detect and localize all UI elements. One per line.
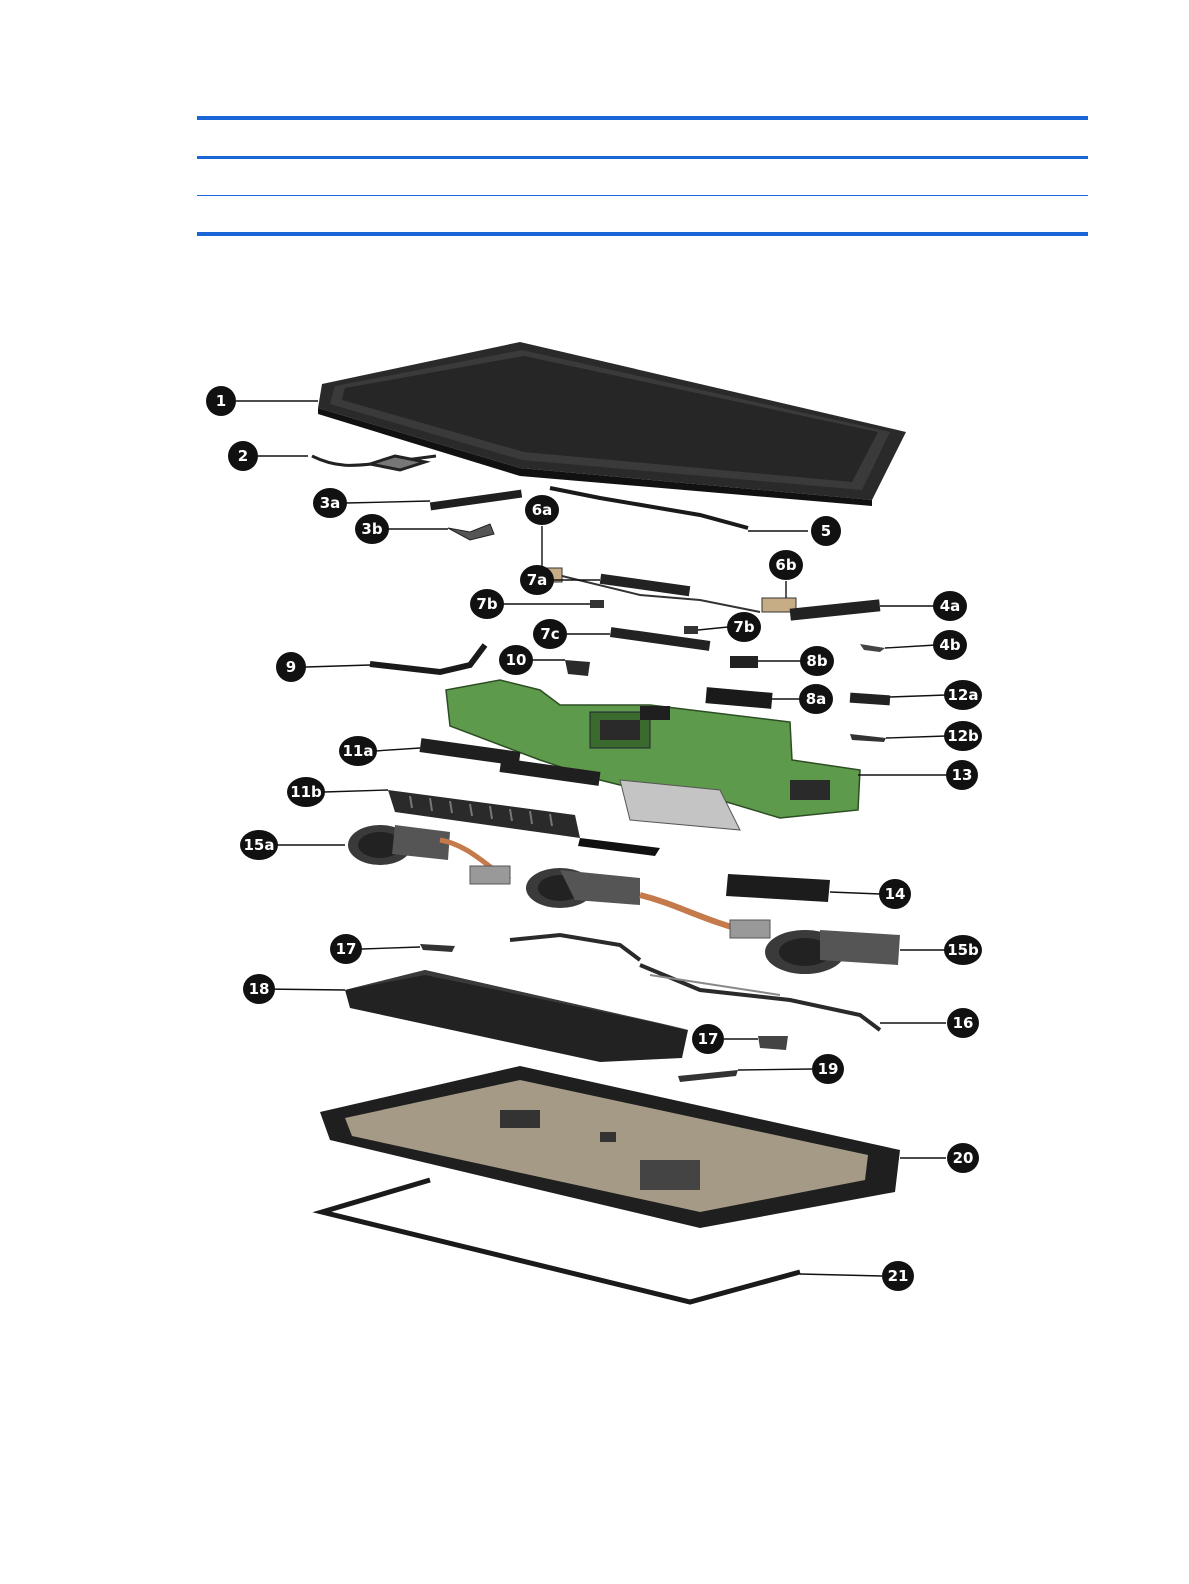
connector-part-7b-right [684, 626, 698, 634]
svg-text:21: 21 [888, 1267, 909, 1285]
svg-text:11a: 11a [343, 742, 374, 760]
callout-c8b: 8b [800, 646, 834, 676]
callout-c18: 18 [243, 974, 275, 1004]
svg-text:13: 13 [952, 766, 973, 784]
cable-part-2 [312, 456, 436, 470]
callout-c10: 10 [499, 645, 533, 675]
svg-text:1: 1 [216, 392, 226, 410]
callout-c20: 20 [947, 1143, 979, 1173]
callout-c13: 13 [946, 760, 978, 790]
board-part-8a [705, 687, 772, 709]
board-part-7a [600, 574, 691, 596]
bracket-part-19 [678, 1070, 738, 1082]
callout-c9: 9 [276, 652, 306, 682]
callout-c17-lower: 17 [692, 1024, 724, 1054]
svg-text:19: 19 [818, 1060, 839, 1078]
callout-c5: 5 [811, 516, 841, 546]
svg-text:4a: 4a [940, 597, 961, 615]
callout-c11b: 11b [287, 777, 325, 807]
svg-text:7c: 7c [540, 625, 559, 643]
svg-text:10: 10 [506, 651, 527, 669]
bracket-part-17-lower [758, 1036, 788, 1050]
board-part-3a [430, 490, 522, 511]
svg-text:12a: 12a [948, 686, 979, 704]
svg-text:7a: 7a [527, 571, 548, 589]
callout-c3b: 3b [355, 514, 389, 544]
cable-part-5 [550, 488, 748, 528]
callout-c4a: 4a [933, 591, 967, 621]
callout-c4b: 4b [933, 630, 967, 660]
svg-text:15a: 15a [244, 836, 275, 854]
svg-text:20: 20 [953, 1149, 974, 1167]
bracket-part-10 [565, 660, 590, 676]
base-enclosure-20 [320, 1066, 900, 1228]
svg-text:18: 18 [249, 980, 270, 998]
callout-c11a: 11a [339, 736, 377, 766]
card-part-8b [730, 656, 758, 668]
callout-c17-upper: 17 [330, 934, 362, 964]
svg-text:3a: 3a [320, 494, 341, 512]
svg-text:15b: 15b [947, 941, 979, 959]
callout-c7c: 7c [533, 619, 567, 649]
svg-text:2: 2 [238, 447, 248, 465]
callout-c8a: 8a [799, 684, 833, 714]
callout-c7b-left: 7b [470, 589, 504, 619]
svg-text:7b: 7b [476, 595, 497, 613]
callout-c2: 2 [228, 441, 258, 471]
cable-part-3b [448, 524, 494, 540]
callout-c12b: 12b [944, 721, 982, 751]
callout-c12a: 12a [944, 680, 982, 710]
callout-c16: 16 [947, 1008, 979, 1038]
callout-c7a: 7a [520, 565, 554, 595]
callout-c14: 14 [879, 879, 911, 909]
svg-text:7b: 7b [733, 618, 754, 636]
board-part-4a [790, 599, 881, 620]
svg-text:14: 14 [885, 885, 906, 903]
svg-text:8a: 8a [806, 690, 827, 708]
callout-c15b: 15b [944, 935, 982, 965]
callout-c1: 1 [206, 386, 236, 416]
ssd-part-14 [726, 874, 830, 902]
svg-text:17: 17 [336, 940, 357, 958]
svg-text:11b: 11b [290, 783, 322, 801]
bracket-part-4b [860, 644, 885, 652]
display-panel [318, 342, 906, 506]
callout-c19: 19 [812, 1054, 844, 1084]
svg-text:5: 5 [821, 522, 831, 540]
svg-text:17: 17 [698, 1030, 719, 1048]
fan-part-15b [730, 920, 900, 974]
svg-text:12b: 12b [947, 727, 979, 745]
svg-text:4b: 4b [939, 636, 960, 654]
callout-c6a: 6a [525, 495, 559, 525]
svg-text:6b: 6b [775, 556, 796, 574]
callout-c15a: 15a [240, 830, 278, 860]
callout-c7b-right: 7b [727, 612, 761, 642]
cable-part-9 [370, 645, 485, 672]
callout-c6b: 6b [769, 550, 803, 580]
callout-c21: 21 [882, 1261, 914, 1291]
battery-part-18 [345, 970, 690, 1062]
svg-text:6a: 6a [532, 501, 553, 519]
board-part-12a [850, 693, 891, 706]
svg-text:9: 9 [286, 658, 296, 676]
callout-c3a: 3a [313, 488, 347, 518]
svg-text:16: 16 [953, 1014, 974, 1032]
bracket-part-17-upper [420, 944, 455, 952]
cable-part-12b [850, 734, 886, 742]
svg-text:8b: 8b [806, 652, 827, 670]
connector-part-7b-left [590, 600, 604, 608]
fan-heatsink-15a [348, 825, 760, 935]
svg-text:3b: 3b [361, 520, 382, 538]
